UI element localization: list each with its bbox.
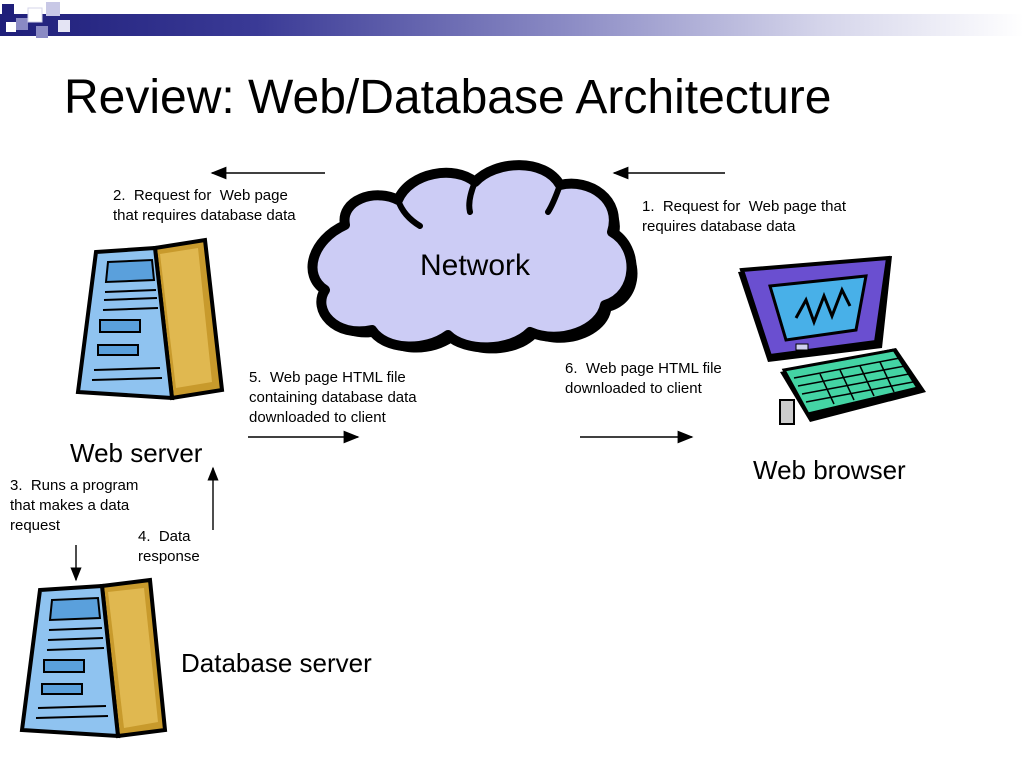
cloud-icon bbox=[307, 160, 638, 354]
step1-caption: 1. Request for Web page that requires da… bbox=[642, 197, 846, 237]
web-server-label: Web server bbox=[70, 438, 203, 468]
step5-line2: containing database data bbox=[249, 389, 417, 406]
step5-caption: 5. Web page HTML file containing databas… bbox=[249, 368, 417, 428]
step5-line1: 5. Web page HTML file bbox=[249, 369, 406, 386]
network-label: Network bbox=[420, 249, 531, 282]
step3-caption: 3. Runs a program that makes a data requ… bbox=[10, 476, 138, 536]
step4-line2: response bbox=[138, 548, 200, 565]
slide-title: Review: Web/Database Architecture bbox=[64, 71, 832, 124]
step2-line1: 2. Request for Web page bbox=[113, 187, 288, 204]
step1-line1: 1. Request for Web page that bbox=[642, 198, 847, 215]
step1-line2: requires database data bbox=[642, 218, 796, 235]
step6-line2: downloaded to client bbox=[565, 380, 702, 397]
step6-line1: 6. Web page HTML file bbox=[565, 360, 722, 377]
decorative-squares bbox=[2, 2, 70, 38]
web-server-icon bbox=[75, 237, 225, 401]
step3-line1: 3. Runs a program bbox=[10, 477, 139, 494]
step3-line2: that makes a data bbox=[10, 497, 130, 514]
title-gradient-bar bbox=[0, 14, 1024, 36]
step2-line2: that requires database data bbox=[113, 207, 296, 224]
step4-caption: 4. Data response bbox=[138, 527, 200, 567]
step3-line3: request bbox=[10, 517, 61, 534]
computer-icon bbox=[738, 255, 926, 425]
step5-line3: downloaded to client bbox=[249, 409, 386, 426]
database-server-label: Database server bbox=[181, 648, 372, 678]
step6-caption: 6. Web page HTML file downloaded to clie… bbox=[565, 359, 722, 399]
database-server-icon bbox=[19, 577, 168, 739]
web-browser-label: Web browser bbox=[753, 455, 906, 485]
step2-caption: 2. Request for Web page that requires da… bbox=[113, 186, 296, 226]
step4-line1: 4. Data bbox=[138, 528, 191, 545]
